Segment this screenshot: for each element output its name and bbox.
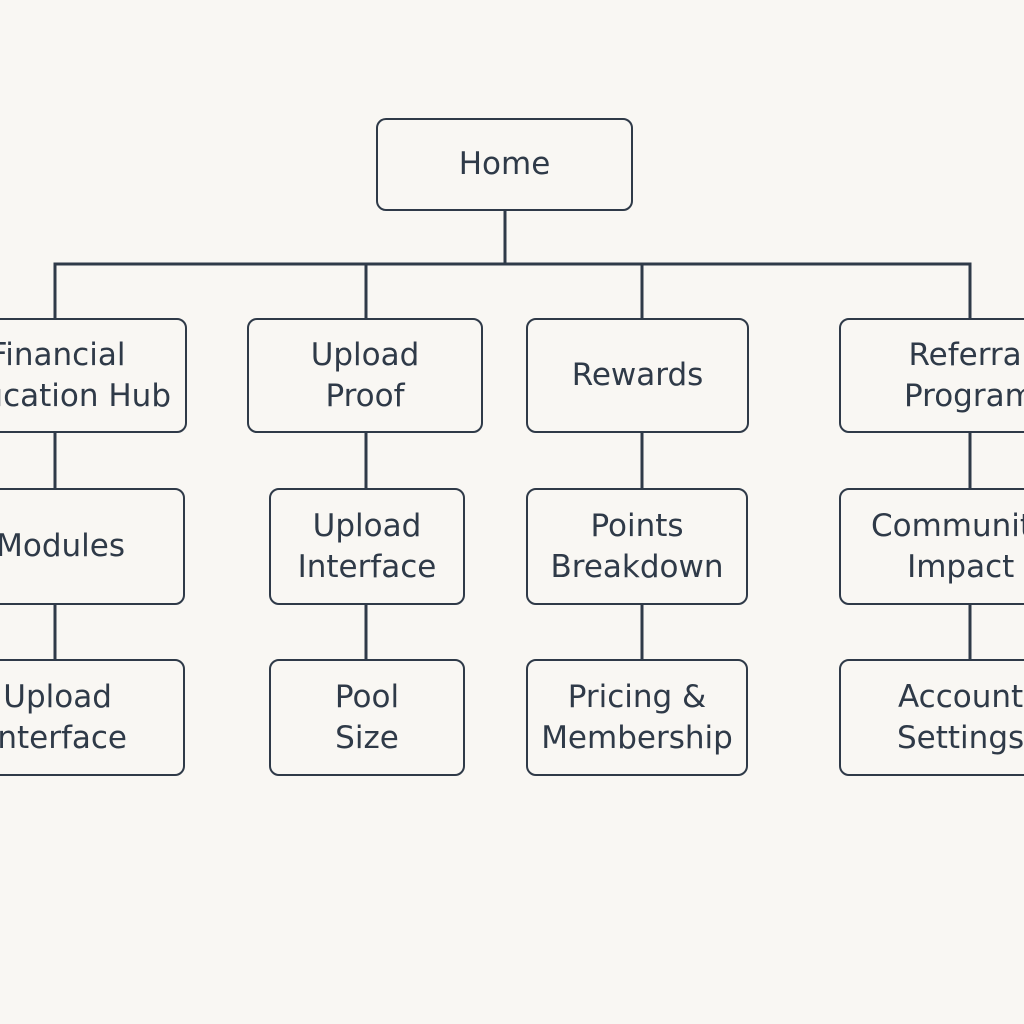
node-community-impact: Community Impact <box>839 488 1024 605</box>
node-account-settings: Account Settings <box>839 659 1024 776</box>
node-financial-education-hub: Financial Education Hub <box>0 318 187 433</box>
node-pricing-membership: Pricing & Membership <box>526 659 748 776</box>
node-referral-program: Referral Program <box>839 318 1024 433</box>
node-pool-size: Pool Size <box>269 659 465 776</box>
node-rewards-label: Rewards <box>571 357 704 393</box>
node-community-impact-label: Community Impact <box>871 507 1024 585</box>
node-col1-upload-interface: Upload Interface <box>0 659 185 776</box>
node-upload-proof-label: Upload Proof <box>310 336 420 414</box>
node-pool-size-label: Pool Size <box>334 678 400 756</box>
node-financial-education-hub-label: Financial Education Hub <box>0 336 171 414</box>
node-rewards: Rewards <box>526 318 749 433</box>
node-col1-upload-interface-label: Upload Interface <box>0 678 127 756</box>
node-account-settings-label: Account Settings <box>897 678 1024 756</box>
node-modules-label: Modules <box>0 528 125 564</box>
node-points-breakdown-label: Points Breakdown <box>550 507 724 585</box>
node-col2-upload-interface: Upload Interface <box>269 488 465 605</box>
node-pricing-membership-label: Pricing & Membership <box>541 678 733 756</box>
node-points-breakdown: Points Breakdown <box>526 488 748 605</box>
node-referral-program-label: Referral Program <box>904 336 1024 414</box>
node-modules: Modules <box>0 488 185 605</box>
node-col2-upload-interface-label: Upload Interface <box>297 507 437 585</box>
node-home: Home <box>376 118 633 211</box>
node-upload-proof: Upload Proof <box>247 318 483 433</box>
node-home-label: Home <box>458 146 551 182</box>
